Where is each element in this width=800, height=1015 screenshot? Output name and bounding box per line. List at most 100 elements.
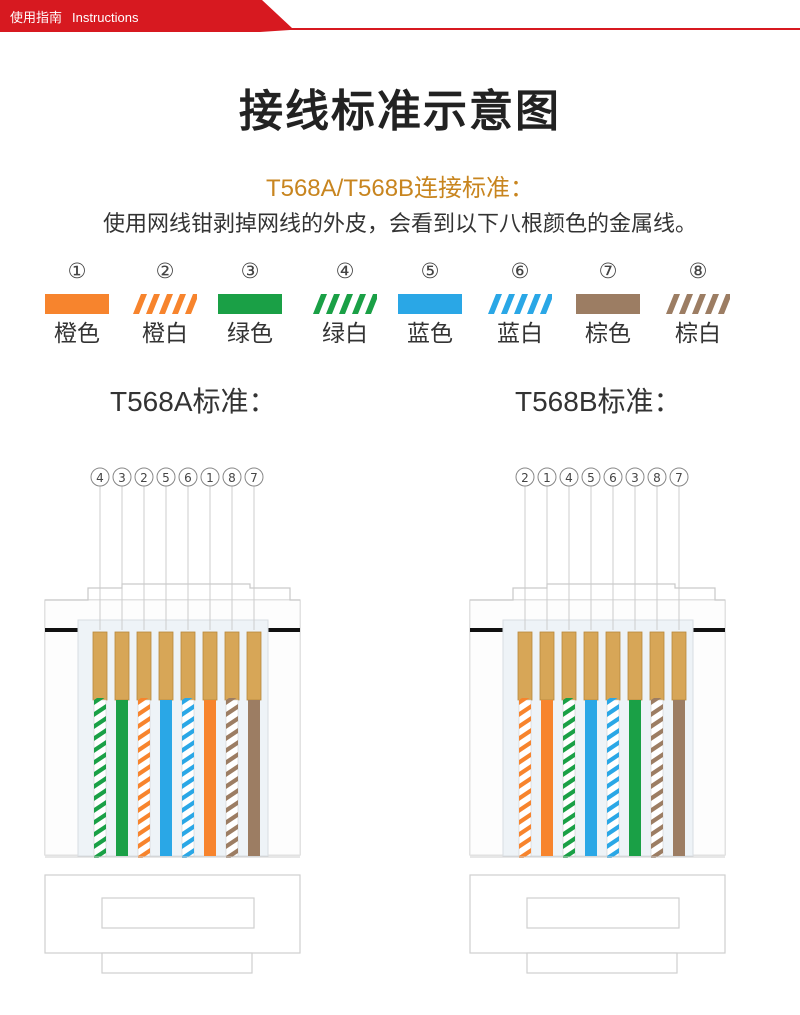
legend-swatch xyxy=(576,294,640,314)
legend-item-4: ④ 绿白 xyxy=(305,258,385,348)
legend-color-name: 蓝白 xyxy=(497,321,543,347)
page-title: 接线标准示意图 xyxy=(239,86,561,137)
pin-number-circle xyxy=(90,467,110,487)
legend-color-name: 橙白 xyxy=(142,321,188,347)
pin-number-circle xyxy=(178,467,198,487)
legend-item-6: ⑥ 蓝白 xyxy=(480,258,560,348)
legend-number: ④ xyxy=(335,259,355,283)
gold-contact xyxy=(649,631,665,701)
legend-number: ① xyxy=(67,259,87,283)
gold-contact xyxy=(180,631,196,701)
legend-color-name: 绿白 xyxy=(322,321,368,347)
gold-contact xyxy=(583,631,599,701)
wire-3 xyxy=(629,700,641,856)
wire-5 xyxy=(585,700,597,856)
header-bar: 使用指南 Instructions xyxy=(0,0,800,32)
pin-number-label: 2 xyxy=(521,471,529,485)
pin-number-label: 5 xyxy=(587,471,595,485)
legend-swatch xyxy=(133,294,197,314)
header-label-cn: 使用指南 xyxy=(10,10,63,25)
pin-number-label: 7 xyxy=(675,471,683,485)
legend-color-name: 蓝色 xyxy=(407,321,453,347)
pin-number-label: 8 xyxy=(653,471,661,485)
header-banner-shape xyxy=(0,0,800,32)
page-description: 使用网线钳剥掉网线的外皮，会看到以下八根颜色的金属线。 xyxy=(102,212,697,237)
legend-number: ② xyxy=(155,259,175,283)
pin-number-circle xyxy=(134,467,154,487)
legend-number: ③ xyxy=(240,259,260,283)
wire-2 xyxy=(137,698,151,858)
legend-color-name: 棕色 xyxy=(585,321,631,347)
pin-number-label: 4 xyxy=(565,471,573,485)
pin-number-circle xyxy=(156,467,176,487)
pin-number-label: 6 xyxy=(609,471,617,485)
pin-number-label: 1 xyxy=(543,471,551,485)
gold-contact xyxy=(202,631,218,701)
header-label-en: Instructions xyxy=(72,10,139,25)
wire-7 xyxy=(248,700,260,856)
pin-number-circle xyxy=(669,467,689,487)
pin-number-circle xyxy=(515,467,535,487)
wire-3 xyxy=(116,700,128,856)
pin-number-label: 6 xyxy=(184,471,192,485)
wire-4 xyxy=(562,698,576,858)
legend-swatch xyxy=(488,294,552,314)
gold-contact xyxy=(605,631,621,701)
gold-contact xyxy=(246,631,262,701)
pin-number-circle xyxy=(112,467,132,487)
wire-6 xyxy=(181,698,195,858)
wire-4 xyxy=(93,698,107,858)
legend-color-name: 棕白 xyxy=(675,321,721,347)
legend-swatch xyxy=(45,294,109,314)
pin-number-circle xyxy=(222,467,242,487)
gold-contact xyxy=(539,631,555,701)
pin-number-label: 5 xyxy=(162,471,170,485)
wire-1 xyxy=(541,700,553,856)
legend-number: ⑦ xyxy=(598,259,618,283)
pin-number-label: 3 xyxy=(631,471,639,485)
wire-7 xyxy=(673,700,685,856)
gold-contact xyxy=(114,631,130,701)
pin-number-circle xyxy=(581,467,601,487)
gold-contact xyxy=(627,631,643,701)
pin-number-circle xyxy=(625,467,645,487)
pin-number-circle xyxy=(537,467,557,487)
pin-number-label: 8 xyxy=(228,471,236,485)
pin-number-label: 3 xyxy=(118,471,126,485)
gold-contact xyxy=(561,631,577,701)
pin-number-circle xyxy=(244,467,264,487)
legend-number: ⑥ xyxy=(510,259,530,283)
wire-1 xyxy=(204,700,216,856)
wire-8 xyxy=(225,698,239,858)
wire-8 xyxy=(650,698,664,858)
gold-contact xyxy=(158,631,174,701)
legend-swatch xyxy=(218,294,282,314)
wire-2 xyxy=(518,698,532,858)
pin-number-label: 4 xyxy=(96,471,104,485)
pin-number-label: 7 xyxy=(250,471,258,485)
standard-a-title: T568A标准： xyxy=(110,386,277,417)
gold-contact xyxy=(671,631,687,701)
legend-number: ⑧ xyxy=(688,259,708,283)
legend-item-8: ⑧ 棕白 xyxy=(658,258,738,348)
pin-number-label: 1 xyxy=(206,471,214,485)
legend-item-7: ⑦ 棕色 xyxy=(568,258,648,348)
gold-contact xyxy=(92,631,108,701)
pin-number-circle xyxy=(603,467,623,487)
legend-item-2: ② 橙白 xyxy=(125,258,205,348)
gold-contact xyxy=(224,631,240,701)
pin-number-label: 2 xyxy=(140,471,148,485)
standard-b-title: T568B标准： xyxy=(515,386,682,417)
pin-number-circle xyxy=(559,467,579,487)
header-label: 使用指南 Instructions xyxy=(10,7,139,26)
wire-5 xyxy=(160,700,172,856)
legend-swatch xyxy=(313,294,377,314)
legend-item-1: ① 橙色 xyxy=(37,258,117,348)
legend-swatch xyxy=(666,294,730,314)
page-subtitle: T568A/T568B连接标准： xyxy=(265,175,535,202)
legend-number: ⑤ xyxy=(420,259,440,283)
pin-number-circle xyxy=(200,467,220,487)
legend-color-name: 橙色 xyxy=(54,321,100,347)
